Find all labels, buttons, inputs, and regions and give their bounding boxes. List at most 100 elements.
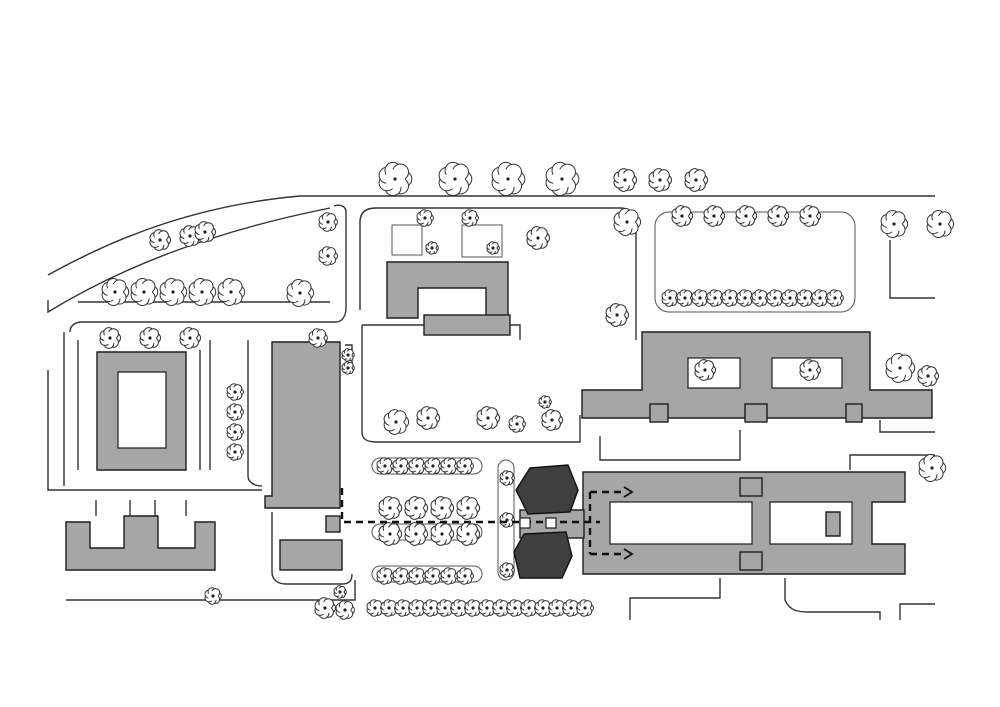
tree-icon — [506, 599, 524, 617]
tree-icon — [545, 161, 580, 197]
tree-icon — [721, 289, 739, 307]
south-west-access — [95, 500, 187, 516]
tree-icon — [404, 496, 429, 520]
tree-icon — [541, 409, 563, 431]
trees — [99, 161, 955, 620]
parking-island — [371, 565, 483, 583]
tree-icon — [149, 229, 171, 251]
tree-icon — [392, 457, 410, 475]
parking-island — [371, 457, 483, 475]
west-parking-bay — [77, 340, 263, 487]
tree-icon — [308, 328, 328, 348]
tree-icon — [436, 599, 454, 617]
tree-icon — [394, 599, 412, 617]
tree-icon — [520, 599, 538, 617]
tree-icon — [796, 289, 814, 307]
tree-icon — [378, 496, 403, 520]
tree-icon — [491, 161, 526, 197]
west-parking-lot-frame — [391, 224, 423, 256]
tree-icon — [926, 210, 955, 238]
east-block-pier — [845, 403, 863, 423]
east-road-north — [889, 240, 935, 299]
tree-icon — [318, 246, 338, 266]
building-south-west — [65, 515, 216, 571]
tower-annex — [279, 539, 343, 571]
h-building-core — [739, 551, 763, 571]
east-block-pier — [744, 403, 768, 423]
dashed-route — [340, 488, 600, 524]
tree-icon — [766, 289, 784, 307]
tower-block — [264, 341, 341, 509]
tree-icon — [456, 496, 481, 520]
northern-curved-road — [47, 195, 935, 276]
tree-icon — [476, 406, 501, 430]
tree-icon — [314, 597, 336, 619]
tree-icon — [526, 226, 550, 250]
tree-icon — [408, 457, 426, 475]
tree-icon — [880, 210, 909, 238]
tree-icon — [440, 567, 458, 585]
highlighted-buildings — [513, 464, 579, 579]
tree-icon — [404, 522, 429, 546]
tree-icon — [826, 289, 844, 307]
tree-icon — [430, 522, 455, 546]
tree-icon — [217, 278, 246, 306]
tree-icon — [464, 599, 482, 617]
tree-icon — [613, 168, 637, 192]
tree-icon — [179, 327, 201, 349]
tree-icon — [286, 279, 315, 307]
tree-icon — [661, 289, 679, 307]
tree-icon — [751, 289, 769, 307]
tree-icon — [159, 278, 188, 306]
tree-icon — [767, 205, 789, 227]
tree-icon — [799, 359, 821, 381]
tree-icon — [392, 567, 410, 585]
route-node — [519, 517, 531, 529]
tree-icon — [99, 327, 121, 349]
tree-icon — [499, 470, 515, 486]
tree-icon — [703, 205, 725, 227]
h-building-court-pod — [825, 511, 841, 537]
tree-icon — [917, 365, 939, 387]
tree-icon — [226, 403, 244, 421]
central-open-space-top — [362, 324, 521, 340]
tree-icon — [671, 205, 693, 227]
tree-icon — [378, 522, 403, 546]
new-pavilion-north — [515, 464, 579, 515]
route-node — [545, 517, 557, 529]
tree-icon — [341, 361, 355, 375]
tree-icon — [318, 212, 338, 232]
tree-icon — [486, 241, 500, 255]
tree-icon — [562, 599, 580, 617]
tree-icon — [450, 599, 468, 617]
tree-icon — [499, 512, 515, 528]
tree-icon — [694, 359, 716, 381]
tree-icon — [736, 289, 754, 307]
tree-icon — [226, 423, 244, 441]
tree-icon — [226, 383, 244, 401]
tree-icon — [735, 205, 757, 227]
tree-icon — [781, 289, 799, 307]
tree-icon — [424, 457, 442, 475]
tree-icon — [341, 348, 355, 362]
tree-icon — [440, 457, 458, 475]
central-open-space-edge — [361, 325, 581, 443]
tree-icon — [416, 406, 441, 430]
tree-icon — [383, 409, 410, 435]
tree-icon — [378, 161, 413, 197]
tree-icon — [425, 241, 439, 255]
tree-icon — [799, 205, 821, 227]
east-block-pier — [649, 403, 669, 423]
south-east-road — [784, 578, 881, 620]
tree-icon — [376, 567, 394, 585]
tree-icon — [706, 289, 724, 307]
tree-icon — [430, 496, 455, 520]
tree-icon — [499, 562, 515, 578]
tree-icon — [416, 209, 434, 227]
south-east-road-2 — [899, 603, 935, 620]
tree-icon — [456, 567, 474, 585]
tower-link — [325, 515, 341, 533]
tree-icon — [366, 599, 384, 617]
